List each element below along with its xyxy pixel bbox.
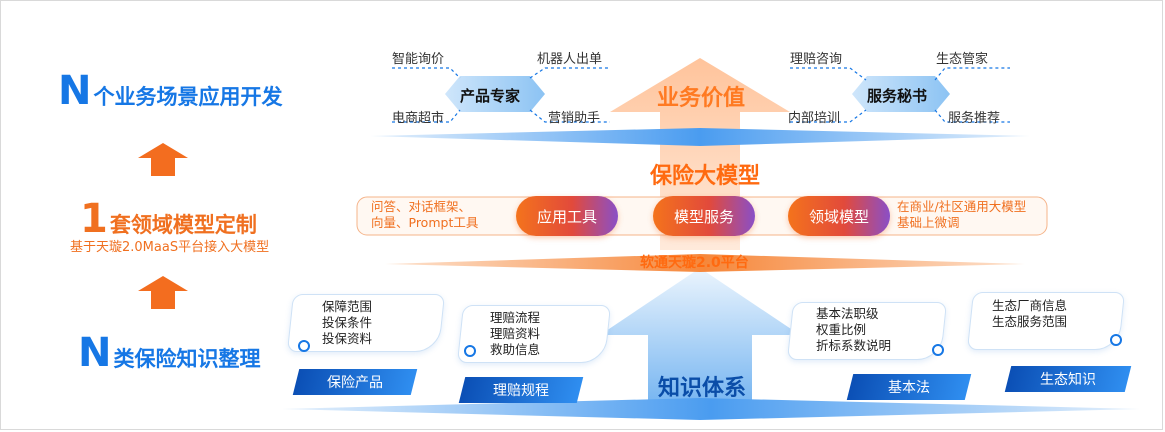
knowledge-bar	[282, 398, 1140, 420]
card-4-items: 生态厂商信息 生态服务范围	[992, 298, 1067, 330]
platform-bar	[385, 254, 1025, 272]
card-1-tag: 保险产品	[292, 369, 418, 395]
hex-left-label: 产品专家	[460, 87, 521, 105]
hex-right	[852, 76, 950, 112]
card-3-dot-icon	[932, 344, 944, 356]
card-2-item-2: 理赔资料	[490, 326, 541, 341]
card-4-tag-label: 生态知识	[1040, 372, 1096, 388]
model-note-right-line-2: 基础上微调	[897, 215, 960, 230]
left-row-3: N 类保险知识整理	[78, 330, 260, 376]
model-note-left: 问答、对话框架、 向量、Prompt工具	[371, 199, 478, 231]
value-title: 业务价值	[657, 86, 746, 111]
card-2-item-1: 理赔流程	[490, 310, 541, 325]
card-2-tag: 理赔规程	[458, 377, 584, 403]
value-bar	[370, 128, 1030, 146]
model-note-right: 在商业/社区通用大模型 基础上微调	[897, 199, 1026, 231]
card-1-item-1: 保障范围	[322, 299, 373, 314]
model-note-left-line-1: 问答、对话框架、	[371, 199, 472, 214]
left-row-3-letter: N	[78, 330, 112, 376]
hex-right-item-2: 生态管家	[936, 52, 989, 67]
card-2-tag-label: 理赔规程	[493, 383, 549, 399]
left-row-1-text: 个业务场景应用开发	[93, 85, 283, 109]
hex-left	[445, 76, 545, 112]
pill-app-tools: 应用工具	[516, 196, 618, 236]
card-4-item-1: 生态厂商信息	[992, 298, 1068, 313]
card-3-item-1: 基本法职级	[816, 306, 879, 321]
pill-domain-model: 领域模型	[788, 196, 890, 236]
blue-big-arrow	[600, 268, 800, 408]
card-3-tag-label: 基本法	[888, 380, 930, 396]
card-4-item-2: 生态服务范围	[992, 314, 1068, 329]
card-1-tag-label: 保险产品	[327, 375, 383, 391]
orange-upper-arrow	[610, 58, 790, 250]
left-row-2: 1 套领域模型定制	[80, 196, 257, 242]
model-note-left-line-2: 向量、Prompt工具	[371, 215, 479, 230]
card-3-item-2: 权重比例	[816, 322, 867, 337]
left-row-2-letter: 1	[80, 196, 108, 242]
model-note-right-line-1: 在商业/社区通用大模型	[897, 199, 1027, 214]
card-1-items: 保障范围 投保条件 投保资料	[322, 299, 372, 347]
hex-right-item-4: 服务推荐	[948, 111, 1001, 126]
left-row-2-sub: 基于天璇2.0MaaS平台接入大模型	[70, 240, 270, 255]
left-up-arrow-1	[138, 143, 188, 176]
hex-right-item-1: 理赔咨询	[790, 52, 843, 67]
card-3-tag: 基本法	[846, 374, 972, 400]
left-row-3-text: 类保险知识整理	[113, 347, 261, 371]
knowledge-title: 知识体系	[658, 376, 747, 401]
card-4-tag: 生态知识	[1004, 366, 1132, 392]
card-3-items: 基本法职级 权重比例 折标系数说明	[816, 306, 891, 354]
card-2-items: 理赔流程 理赔资料 救助信息	[490, 310, 540, 358]
model-title: 保险大模型	[650, 164, 761, 189]
hex-right-label: 服务秘书	[867, 87, 928, 105]
left-row-1: N 个业务场景应用开发	[58, 68, 282, 114]
card-1-dot-icon	[298, 340, 310, 352]
hex-left-item-2: 机器人出单	[537, 52, 603, 67]
left-row-1-letter: N	[58, 68, 92, 114]
platform-title: 软通天璇2.0平台	[640, 255, 749, 271]
card-2-dot-icon	[464, 345, 476, 357]
card-3-item-3: 折标系数说明	[816, 338, 892, 353]
card-4-dot-icon	[1110, 334, 1122, 346]
card-1-item-3: 投保资料	[322, 331, 373, 346]
hex-left-item-3: 电商超市	[392, 111, 445, 126]
hex-right-item-3: 内部培训	[788, 111, 841, 126]
hex-left-item-4: 营销助手	[548, 111, 601, 126]
card-2-item-3: 救助信息	[490, 342, 541, 357]
left-up-arrow-2	[138, 276, 188, 309]
hex-left-item-1: 智能询价	[392, 52, 445, 67]
card-1-item-2: 投保条件	[322, 315, 373, 330]
left-row-2-text: 套领域模型定制	[109, 213, 257, 237]
pill-model-service: 模型服务	[653, 196, 755, 236]
